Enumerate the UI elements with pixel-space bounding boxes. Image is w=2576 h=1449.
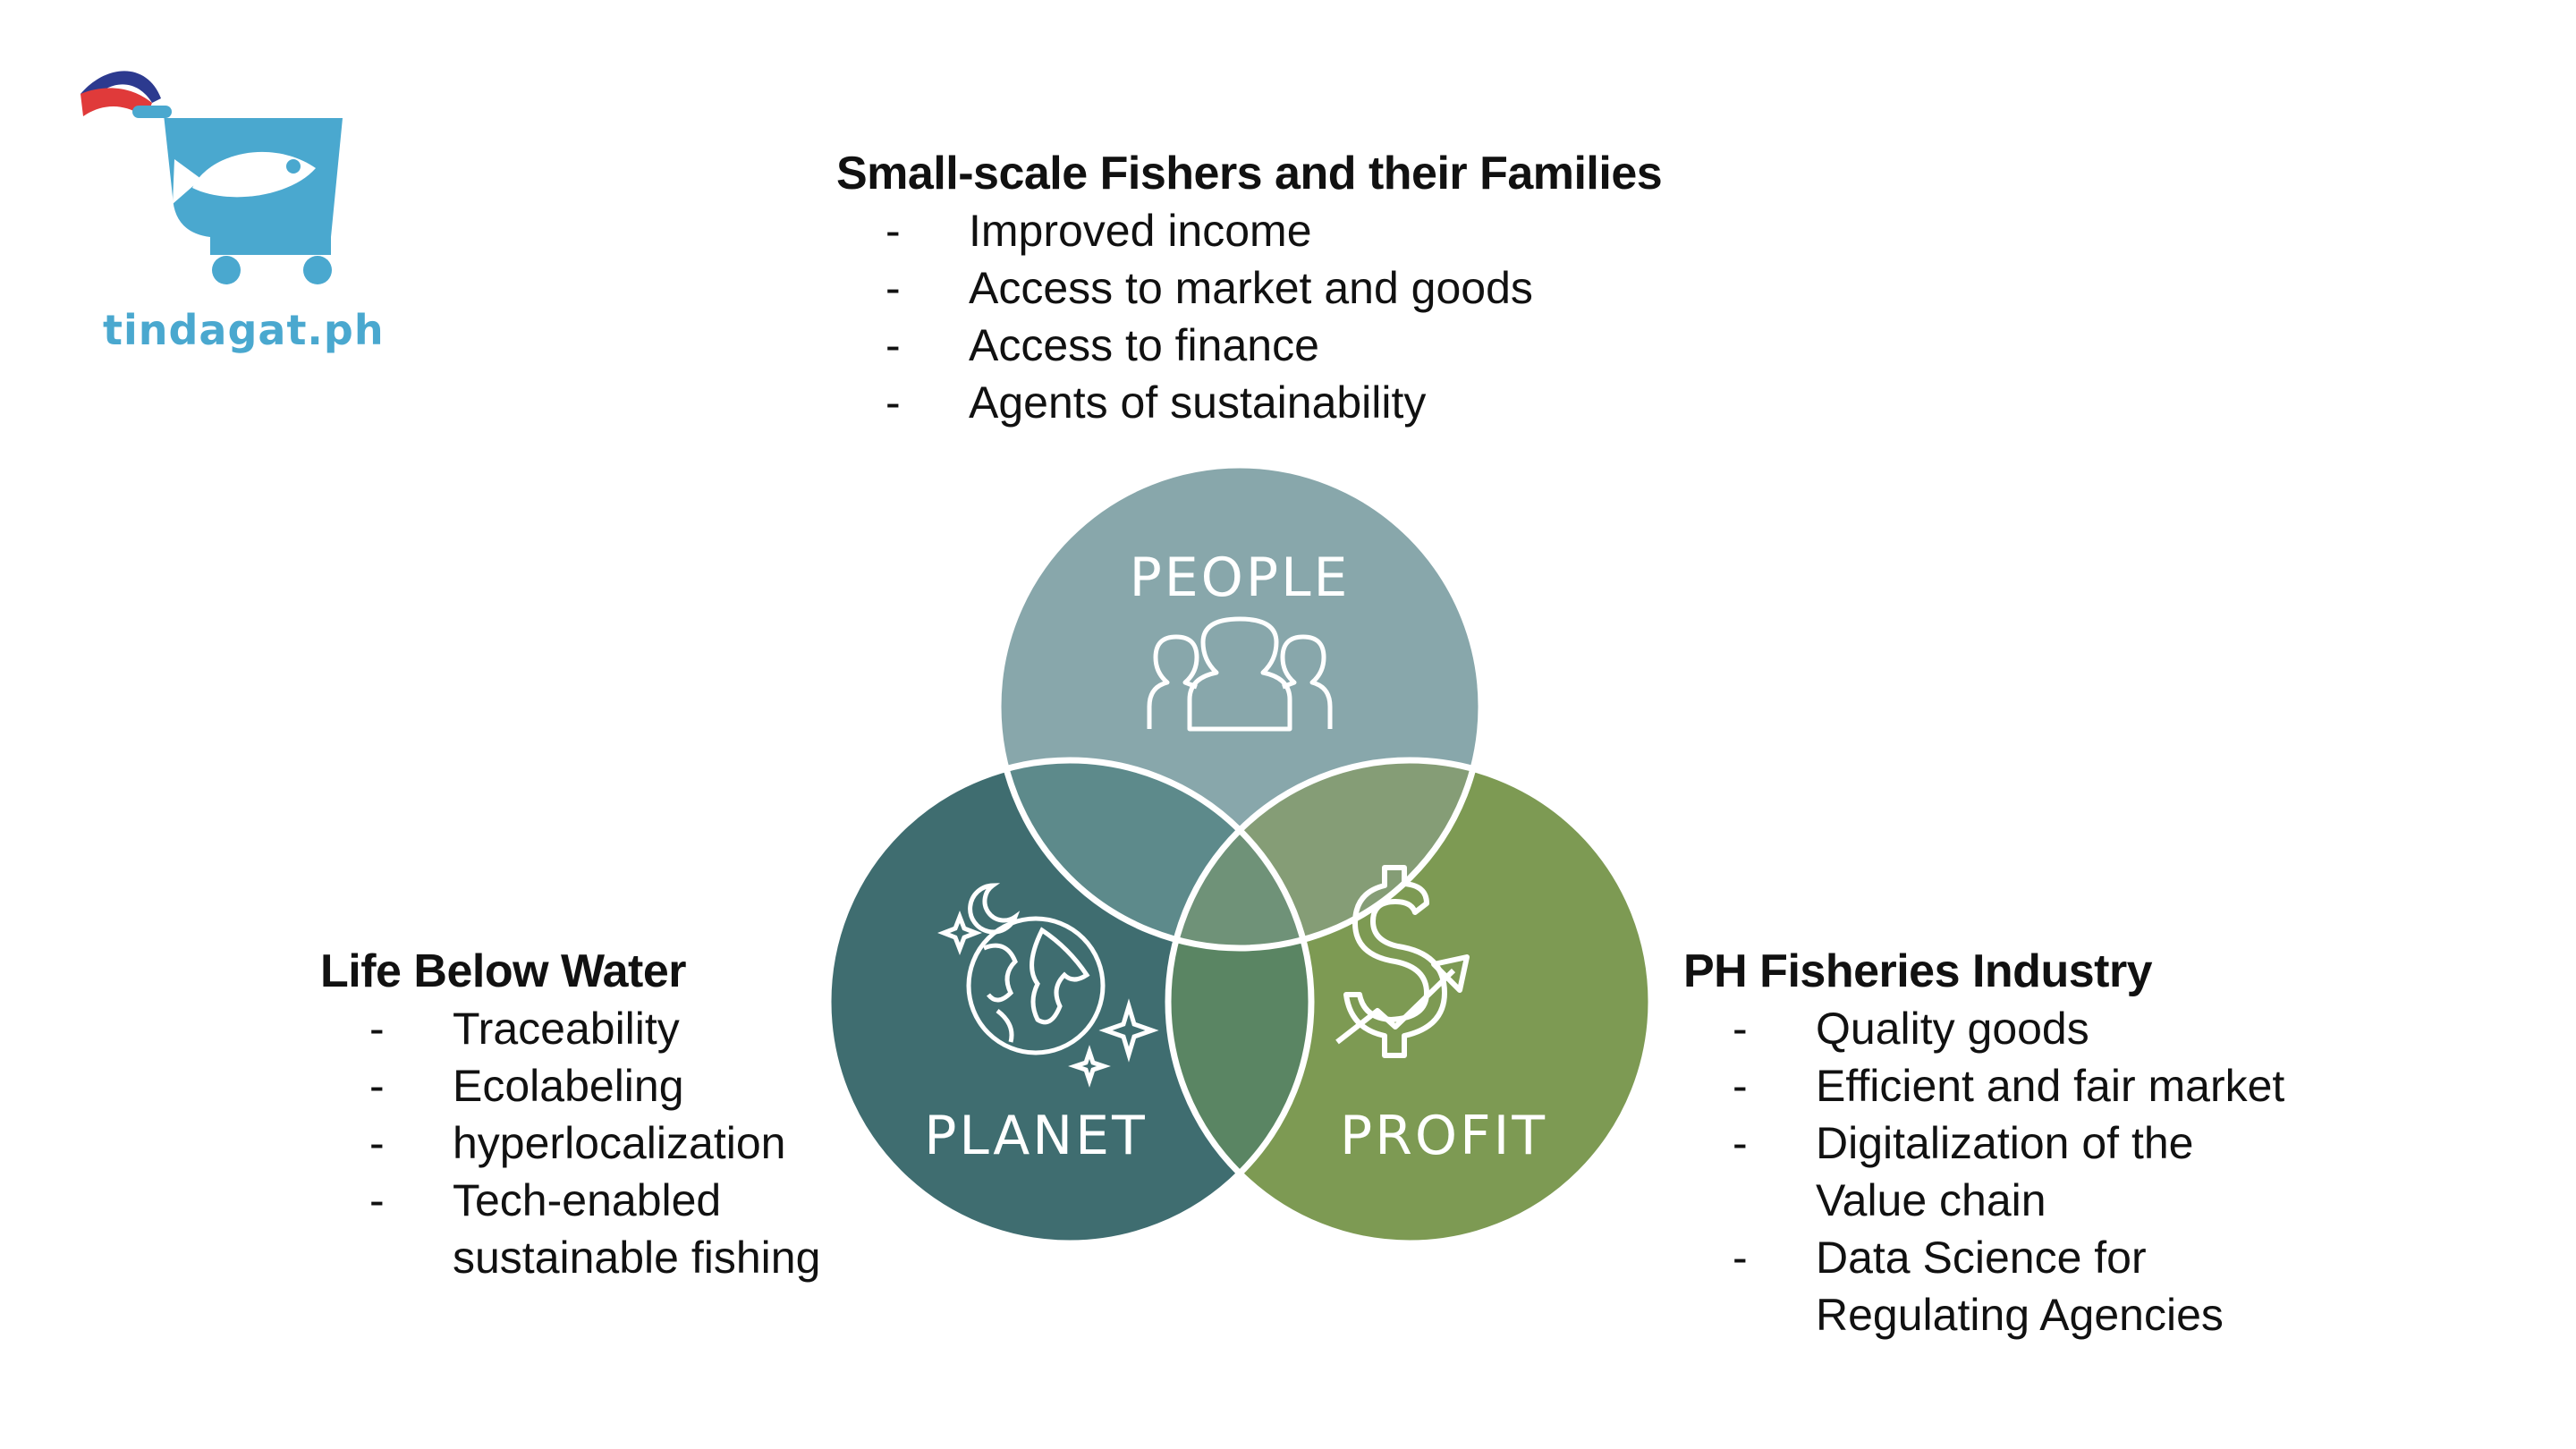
list-item-text: Tech-enabled (453, 1175, 722, 1225)
list-item-text: Traceability (453, 1004, 680, 1054)
planet-benefits-block: Life Below Water - Traceability - Ecolabeli… (320, 943, 820, 1286)
list-item: - Traceability (320, 1000, 820, 1057)
planet-benefits-list: - Traceability - Ecolabeling - hyperlocalizat… (320, 1000, 820, 1286)
list-item: - Access to market and goods (836, 259, 1662, 317)
list-item: - Efficient and fair market (1683, 1057, 2284, 1114)
planet-label: PLANET (924, 1105, 1147, 1167)
profit-benefits-block: PH Fisheries Industry - Quality goods - Eff… (1683, 943, 2284, 1343)
list-item-text: sustainable fishing (453, 1233, 821, 1283)
list-dash: - (369, 1175, 385, 1225)
list-dash: - (886, 263, 901, 313)
people-label: PEOPLE (1130, 547, 1351, 609)
planet-heading: Life Below Water (320, 945, 687, 997)
list-dash: - (369, 1061, 385, 1111)
list-item-text: Efficient and fair market (1816, 1061, 2285, 1111)
logo-wordmark: tindagat.ph (103, 306, 385, 354)
list-item: - Tech-enabled (320, 1172, 820, 1229)
list-item: sustainable fishing (320, 1229, 820, 1286)
people-benefits-block: Small-scale Fishers and their Families -… (836, 145, 1663, 431)
profit-benefits-list: - Quality goods - Efficient and fair market… (1683, 1000, 2284, 1343)
list-dash: - (369, 1118, 385, 1168)
list-item-text: Agents of sustainability (969, 377, 1427, 428)
list-item: - Digitalization of the (1683, 1114, 2284, 1172)
venn-outlines (825, 462, 1655, 1247)
list-item-text: Improved income (969, 206, 1312, 256)
list-item-text: Regulating Agencies (1816, 1290, 2224, 1340)
fish-shopping-cart-icon (80, 71, 343, 284)
people-heading: Small-scale Fishers and their Families (836, 148, 1663, 199)
list-dash: - (369, 1004, 385, 1054)
people-group-icon (1147, 616, 1333, 732)
globe-stars-icon (937, 883, 1159, 1088)
list-item: - Improved income (836, 202, 1662, 259)
list-item: - hyperlocalization (320, 1114, 820, 1172)
people-planet-overlap (998, 760, 1311, 948)
list-item-text: Access to market and goods (969, 263, 1533, 313)
list-dash: - (1733, 1118, 1748, 1168)
tindagat-logo: tindagat.ph (76, 63, 384, 367)
list-item: - Quality goods (1683, 1000, 2284, 1057)
profit-label: PROFIT (1340, 1105, 1547, 1167)
list-item-text: Quality goods (1816, 1004, 2089, 1054)
list-dash: - (1733, 1061, 1748, 1111)
people-benefits-list: - Improved income - Access to market and go… (836, 202, 1662, 431)
people-profit-overlap (1168, 760, 1481, 948)
list-item: - Ecolabeling (320, 1057, 820, 1114)
list-dash: - (886, 320, 901, 370)
list-item: Regulating Agencies (1683, 1286, 2284, 1343)
list-item: - Access to finance (836, 317, 1662, 374)
list-item: - Agents of sustainability (836, 374, 1662, 431)
list-item-text: Digitalization of the (1816, 1118, 2194, 1168)
list-dash: - (1733, 1233, 1748, 1283)
list-item-text: Data Science for (1816, 1233, 2147, 1283)
list-item-text: Value chain (1816, 1175, 2046, 1225)
list-item-text: Ecolabeling (453, 1061, 684, 1111)
list-dash: - (886, 377, 901, 428)
list-dash: - (886, 206, 901, 256)
list-item-text: hyperlocalization (453, 1118, 786, 1168)
list-item: - Data Science for (1683, 1229, 2284, 1286)
profit-heading: PH Fisheries Industry (1683, 945, 2153, 997)
dollar-growth-icon (1335, 865, 1470, 1058)
list-item-text: Access to finance (969, 320, 1319, 370)
list-item: Value chain (1683, 1172, 2284, 1229)
list-dash: - (1733, 1004, 1748, 1054)
